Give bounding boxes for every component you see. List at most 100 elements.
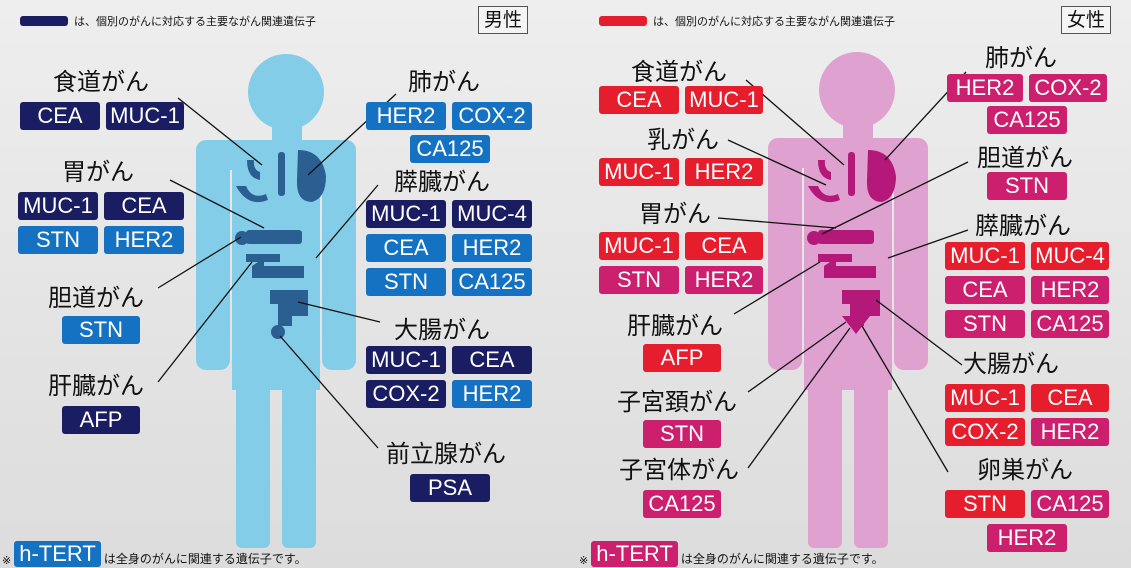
female-tag-pancreas-muc4: MUC-4	[1031, 242, 1109, 270]
male-tag-colon-cox2: COX-2	[366, 380, 446, 408]
female-tag-ovary-stn: STN	[945, 490, 1025, 518]
male-tag-esophagus-muc1: MUC-1	[106, 102, 184, 130]
male-tag-pancreas-her2: HER2	[452, 234, 532, 262]
female-tag-lung-her2: HER2	[947, 74, 1023, 102]
male-tag-pancreas-stn: STN	[366, 268, 446, 296]
male-tag-pancreas-ca125: CA125	[452, 268, 532, 296]
male-tag-esophagus-cea: CEA	[20, 102, 100, 130]
female-tag-biliary-stn: STN	[987, 172, 1067, 200]
female-pancreas-pointer	[887, 229, 969, 259]
male-tag-colon-her2: HER2	[452, 380, 532, 408]
male-footnote: ※ h-TERT は全身のがんに関連する遺伝子です。	[2, 541, 307, 567]
male-tag-stomach-her2: HER2	[104, 226, 184, 254]
female-tag-pancreas-ca125: CA125	[1031, 310, 1109, 338]
footnote-mark: ※	[579, 554, 589, 567]
female-tag-liver-afp: AFP	[643, 344, 721, 372]
male-tag-pancreas-muc4: MUC-4	[452, 200, 532, 228]
female-tag-colon-her2: HER2	[1031, 418, 1109, 446]
male-pancreas-pointer	[315, 184, 379, 259]
male-footnote-text: は全身のがんに関連する遺伝子です。	[103, 552, 307, 566]
female-organ-uterus: 子宮体がん	[619, 456, 739, 484]
female-biliary-pointer	[821, 161, 969, 235]
female-tag-cervix-stn: STN	[643, 420, 721, 448]
male-organs	[235, 150, 326, 339]
male-liver-pointer	[157, 261, 253, 383]
male-tag-lung-cox2: COX-2	[452, 102, 532, 130]
male-panel: は、個別のがんに対応する主要ながん関連遺伝子 男性 食道がん CEA MUC-1…	[0, 0, 560, 568]
male-tag-prostate-psa: PSA	[410, 474, 490, 502]
female-organ-esophagus: 食道がん	[631, 58, 727, 86]
female-htert-badge: h-TERT	[591, 541, 678, 567]
female-tag-pancreas-cea: CEA	[945, 276, 1025, 304]
female-tag-stomach-her2: HER2	[685, 266, 763, 294]
male-organ-liver: 肝臓がん	[48, 372, 144, 400]
male-biliary-pointer	[157, 236, 242, 289]
female-organ-lung: 肺がん	[985, 44, 1057, 72]
female-cervix-pointer	[747, 321, 847, 393]
female-organ-liver: 肝臓がん	[627, 312, 723, 340]
female-ovary-pointer	[861, 325, 949, 473]
male-tag-liver-afp: AFP	[62, 406, 140, 434]
female-uterus-pointer	[747, 327, 851, 469]
male-stomach-pointer	[169, 179, 265, 229]
male-tag-stomach-cea: CEA	[104, 192, 184, 220]
female-tag-lung-cox2: COX-2	[1029, 74, 1107, 102]
male-tag-colon-muc1: MUC-1	[366, 346, 446, 374]
female-footnote: ※ h-TERT は全身のがんに関連する遺伝子です。	[579, 541, 884, 567]
legend-bar-navy	[20, 16, 68, 26]
female-panel: は、個別のがんに対応する主要ながん関連遺伝子 女性 食道がん CEA MUC-1…	[571, 0, 1131, 568]
female-tag-ovary-her2: HER2	[987, 524, 1067, 552]
male-organ-lung: 肺がん	[408, 68, 480, 96]
female-organ-pancreas: 膵臓がん	[975, 212, 1071, 240]
female-tag-pancreas-her2: HER2	[1031, 276, 1109, 304]
female-organ-stomach: 胃がん	[639, 200, 711, 228]
male-organ-prostate: 前立腺がん	[386, 440, 506, 468]
female-tag-pancreas-stn: STN	[945, 310, 1025, 338]
female-organ-cervix: 子宮頚がん	[617, 388, 737, 416]
legend-bar-red	[599, 16, 647, 26]
male-tag-stomach-stn: STN	[18, 226, 98, 254]
female-tag-breast-her2: HER2	[685, 158, 763, 186]
footnote-mark: ※	[2, 554, 12, 567]
female-tag-stomach-stn: STN	[599, 266, 679, 294]
male-tag-lung-ca125: CA125	[410, 135, 490, 163]
female-tag-breast-muc1: MUC-1	[599, 158, 679, 186]
male-esophagus-pointer	[177, 97, 263, 166]
male-tag-stomach-muc1: MUC-1	[18, 192, 98, 220]
female-organ-ovary: 卵巣がん	[977, 456, 1073, 484]
female-legend: は、個別のがんに対応する主要ながん関連遺伝子	[599, 13, 895, 29]
female-legend-text: は、個別のがんに対応する主要ながん関連遺伝子	[653, 15, 895, 28]
female-tag-uterus-ca125: CA125	[643, 490, 721, 518]
male-tag-pancreas-muc1: MUC-1	[366, 200, 446, 228]
female-organ-breast: 乳がん	[647, 126, 719, 154]
male-htert-badge: h-TERT	[14, 541, 101, 567]
female-colon-pointer	[875, 299, 963, 366]
female-stomach-pointer	[717, 217, 837, 229]
female-tag-ovary-ca125: CA125	[1031, 490, 1109, 518]
female-tag-lung-ca125: CA125	[987, 106, 1067, 134]
female-tag-esophagus-muc1: MUC-1	[685, 86, 763, 114]
male-tag-pancreas-cea: CEA	[366, 234, 446, 262]
male-tag-biliary-stn: STN	[62, 316, 140, 344]
female-tag-colon-cea: CEA	[1031, 384, 1109, 412]
male-organ-stomach: 胃がん	[62, 158, 134, 186]
male-legend: は、個別のがんに対応する主要ながん関連遺伝子	[20, 13, 316, 29]
female-tag-stomach-cea: CEA	[685, 232, 763, 260]
female-sex-label: 女性	[1061, 6, 1112, 34]
male-tag-lung-her2: HER2	[366, 102, 446, 130]
female-tag-colon-cox2: COX-2	[945, 418, 1025, 446]
male-sex-label: 男性	[478, 6, 529, 34]
male-organ-biliary: 胆道がん	[48, 284, 144, 312]
female-organs	[807, 150, 896, 334]
female-breast-pointer	[727, 139, 827, 186]
male-colon-pointer	[297, 301, 381, 323]
male-prostate-pointer	[279, 335, 379, 449]
female-liver-pointer	[733, 261, 821, 315]
male-organ-pancreas: 膵臓がん	[394, 168, 490, 196]
female-organ-colon: 大腸がん	[963, 350, 1059, 378]
female-tag-esophagus-cea: CEA	[599, 86, 679, 114]
female-footnote-text: は全身のがんに関連する遺伝子です。	[680, 552, 884, 566]
